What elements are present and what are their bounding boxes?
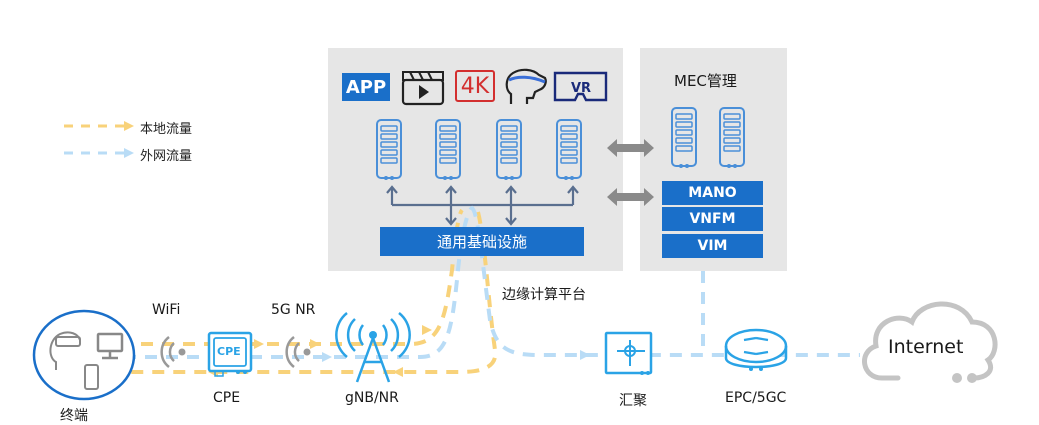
nr-label: 5G NR <box>271 302 316 318</box>
edge-server-icon <box>435 119 461 180</box>
video-icon <box>401 71 445 106</box>
cpe-icon-text: CPE <box>217 345 241 358</box>
mec-title: MEC管理 <box>674 72 737 90</box>
monitor-icon <box>96 332 124 360</box>
aggregation-label: 汇聚 <box>619 393 647 409</box>
phone-icon <box>84 364 99 390</box>
arrow-head-icon <box>254 339 264 349</box>
vr-glasses-icon: VR <box>553 71 608 102</box>
vr-headset-icon <box>505 68 547 104</box>
terminal-group <box>32 309 136 401</box>
core-router-icon <box>724 328 788 371</box>
gnb-label: gNB/NR <box>345 390 399 406</box>
mec-server-icon <box>719 107 745 168</box>
wifi-label: WiFi <box>152 302 181 318</box>
arrow-head-icon <box>422 325 432 335</box>
cloud-connector-icon <box>952 373 962 383</box>
infrastructure-bar: 通用基础设施 <box>380 227 584 256</box>
local-traffic-up-line <box>120 208 464 346</box>
arrow-head-icon <box>393 367 403 377</box>
mec-layer-mano: MANO <box>662 181 763 205</box>
wifi-signal-icon <box>160 336 186 368</box>
arrow-head-icon <box>310 339 320 349</box>
nr-signal-icon <box>285 336 311 368</box>
mec-server-icon <box>671 107 697 168</box>
aggregation-switch-icon <box>604 331 653 375</box>
double-arrow-icon <box>607 188 654 206</box>
external-traffic-line <box>40 205 860 359</box>
vr-user-icon <box>49 331 81 370</box>
4k-icon: 4K <box>455 70 495 102</box>
infrastructure-bus <box>386 185 579 226</box>
double-arrow-icon <box>607 139 654 157</box>
edge-server-icon <box>496 119 522 180</box>
cpe-label: CPE <box>213 390 241 406</box>
edge-server-icon <box>376 119 402 180</box>
legend-local-label: 本地流量 <box>140 122 193 137</box>
legend-lines <box>64 121 134 158</box>
mec-layer-vnfm: VNFM <box>662 207 763 231</box>
cloud-connector-icon <box>967 373 977 383</box>
arrow-head-icon <box>322 352 332 362</box>
arrow-head-icon <box>580 350 590 360</box>
cpe-icon <box>207 331 253 377</box>
legend-external-label: 外网流量 <box>140 149 193 164</box>
gnb-tower-icon <box>335 312 411 383</box>
svg-text:VR: VR <box>571 81 591 96</box>
edge-platform-label: 边缘计算平台 <box>502 287 586 303</box>
internet-cloud-icon <box>862 301 998 381</box>
mec-layer-vim: VIM <box>662 234 763 258</box>
internet-label: Internet <box>888 336 964 358</box>
legend-external-line <box>64 148 134 158</box>
edge-server-icon <box>556 119 582 180</box>
mec-management-panel <box>640 48 787 271</box>
app-icon: APP <box>342 73 390 101</box>
terminal-label: 终端 <box>60 408 88 424</box>
core-label: EPC/5GC <box>725 390 787 406</box>
legend-local-line <box>64 121 134 131</box>
